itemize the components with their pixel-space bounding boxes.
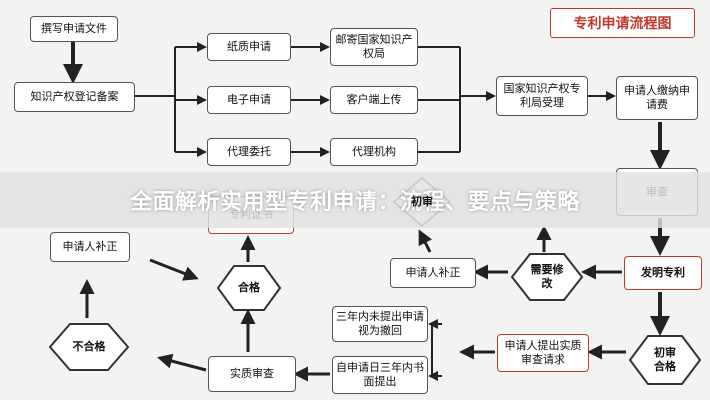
- arrow-supplement-mid-up: [418, 229, 433, 253]
- node-within-three-years: 自申请日三年内书面提出: [332, 356, 428, 394]
- node-agency: 代理委托: [207, 138, 291, 166]
- node-invention-patent: 发明专利: [624, 256, 702, 290]
- headline-banner: 全面解析实用型专利申请：流程、要点与策略: [0, 172, 710, 228]
- node-mail-to-office: 邮寄国家知识产权局: [330, 28, 418, 66]
- node-pay-fee: 申请人缴纳申请费: [616, 76, 698, 120]
- node-electronic-app: 电子申请: [207, 86, 291, 114]
- node-client-upload: 客户端上传: [330, 86, 418, 114]
- node-prelim-qualified: 初审合格: [628, 334, 702, 386]
- node-paper-app: 纸质申请: [207, 33, 291, 61]
- arrow-supplement-to-dia: [149, 258, 199, 281]
- flowchart-title: 专利申请流程图: [550, 8, 695, 38]
- node-qualified: 合格: [216, 264, 282, 312]
- node-office-accept: 国家知识产权专利局受理: [496, 76, 588, 116]
- node-request-substantive: 申请人提出实质审查请求: [497, 334, 589, 372]
- node-substantive-exam: 实质审查: [208, 356, 296, 392]
- node-needs-revision: 需要修改: [510, 252, 584, 302]
- node-three-year-withdraw: 三年内未提出申请视为撤回: [332, 306, 428, 342]
- headline-text: 全面解析实用型专利申请：流程、要点与策略: [129, 190, 580, 215]
- node-ip-filing: 知识产权登记备案: [14, 82, 135, 112]
- node-applicant-supplement-left: 申请人补正: [50, 232, 130, 262]
- node-write-docs: 撰写申请文件: [30, 16, 118, 42]
- node-not-qualified: 不合格: [48, 322, 130, 372]
- arrow-exam-to-notqualified: [157, 353, 207, 372]
- node-applicant-supplement-mid: 申请人补正: [390, 258, 476, 288]
- node-agency-org: 代理机构: [330, 138, 418, 166]
